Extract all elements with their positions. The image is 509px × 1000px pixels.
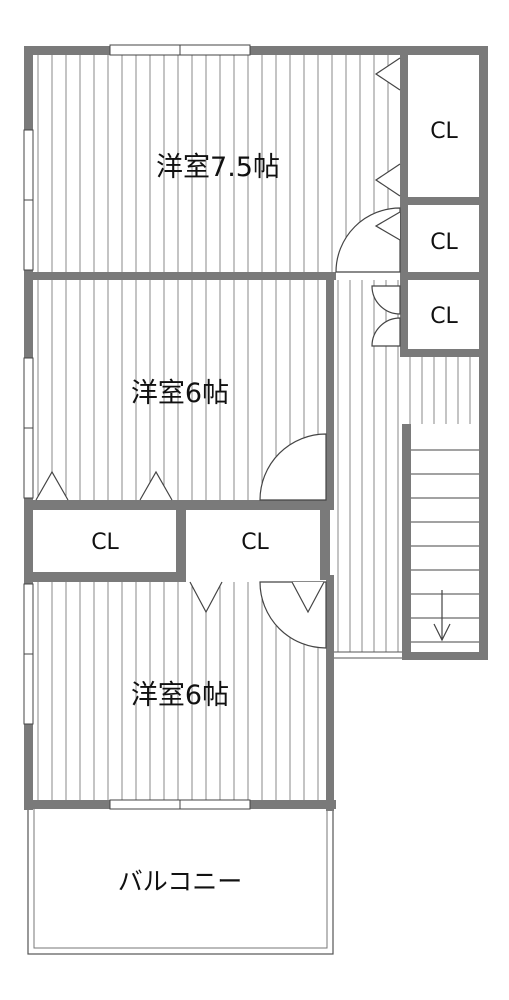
wall — [400, 349, 488, 357]
door-swing — [259, 433, 327, 501]
closet-label: CL — [430, 119, 458, 144]
balcony-label: バルコニー — [118, 867, 243, 896]
closet-label: CL — [430, 230, 458, 255]
wall — [402, 652, 488, 660]
wall — [24, 572, 184, 582]
room-label-bedroom-middle: 洋室6帖 — [131, 378, 229, 409]
wall — [176, 500, 186, 582]
room-label-bedroom-upper: 洋室7.5帖 — [156, 152, 280, 183]
wall — [400, 272, 488, 280]
stair-arrow — [433, 590, 451, 642]
wall — [326, 280, 334, 500]
wall — [320, 500, 330, 580]
staircase — [411, 449, 479, 643]
wall — [24, 272, 336, 280]
wall — [400, 197, 488, 205]
closet-label: CL — [91, 530, 119, 555]
wall — [326, 575, 334, 811]
room-label-bedroom-lower: 洋室6帖 — [131, 680, 229, 711]
wall — [402, 424, 411, 660]
windows — [23, 44, 251, 810]
door-swing — [371, 317, 401, 347]
door-swings — [259, 207, 401, 649]
closet-doors — [35, 57, 401, 614]
closet-label: CL — [241, 530, 269, 555]
door-swing — [371, 285, 401, 315]
wall — [24, 46, 488, 55]
closet-areas — [33, 55, 479, 572]
closet-label: CL — [430, 304, 458, 329]
flooring-pattern — [37, 55, 471, 800]
